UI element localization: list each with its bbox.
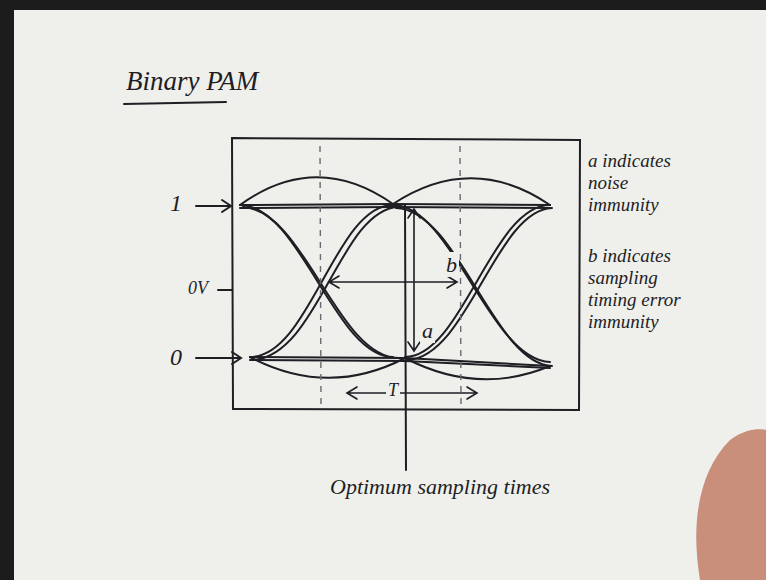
trace [405,358,550,379]
caption-note: Optimum sampling times [330,474,550,499]
trace [240,177,393,205]
dimension-label: b [444,252,459,277]
diagram-title: Binary PAM [126,66,258,97]
trace [253,207,398,360]
level-arrow [196,200,231,212]
level-label: 0 [170,344,182,372]
dimension-arrow [329,276,457,288]
dimension-arrow [347,387,477,399]
level-label: 0V [188,278,208,299]
sampling-line [405,205,406,470]
dashed-marker [320,146,321,404]
title-underline [124,102,226,104]
dimension-label: a [420,318,435,343]
trace [405,205,550,357]
zero-tick [218,289,232,291]
dimension-arrow [408,209,420,351]
trace [393,205,550,362]
trace [408,208,552,360]
note-text: a indicates noise immunity [588,150,700,216]
dashed-marker [460,146,461,404]
trace [393,178,550,205]
dimension-label: T [386,380,400,401]
trace [240,205,393,357]
note-text: b indicates sampling timing error immuni… [588,245,700,332]
finger [696,429,766,580]
level-arrow [196,352,241,364]
trace [250,357,405,378]
trace [250,205,393,357]
level-label: 1 [170,190,182,218]
